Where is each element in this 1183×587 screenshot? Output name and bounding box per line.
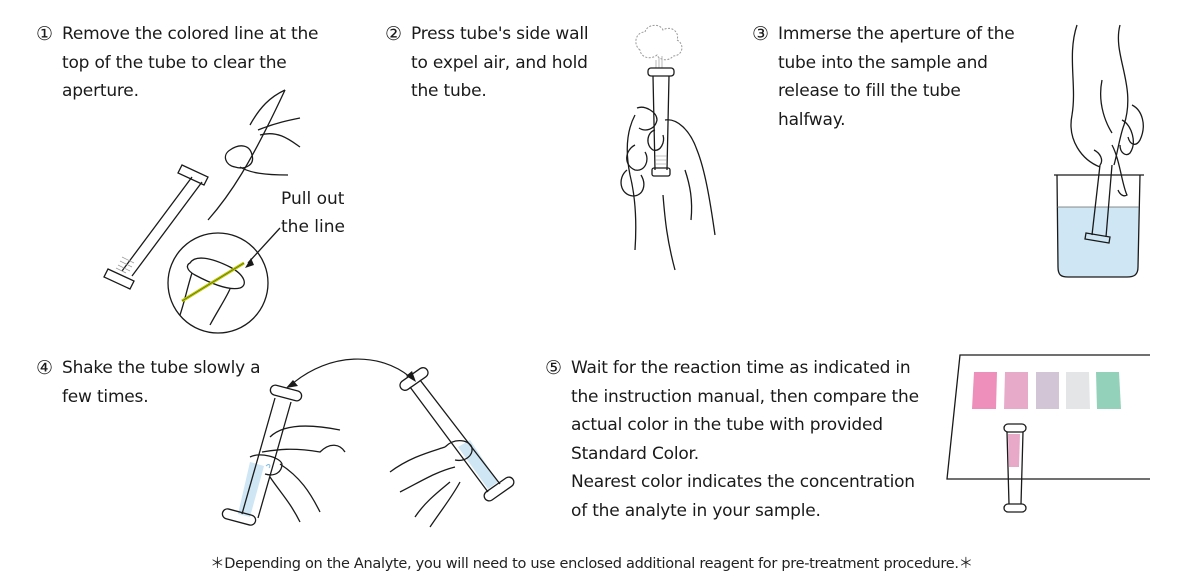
- step-4-line: few times.: [62, 386, 149, 407]
- step-1-line: Remove the colored line at the: [62, 24, 319, 44]
- footnote: ＊Depending on the Analyte, you will need…: [210, 556, 973, 572]
- step-3-line: release to fill the tube: [778, 81, 961, 101]
- step-3-number: ③: [752, 23, 769, 45]
- step-1-line: top of the tube to clear the: [62, 52, 287, 73]
- standard-color-chart-illustration: [945, 352, 1155, 522]
- shake-tube-illustration: [220, 352, 520, 532]
- step-5-line: Nearest color indicates the concentratio…: [571, 472, 915, 492]
- step-3-line: halfway.: [778, 109, 846, 130]
- step-1-text: ① Remove the colored line at the top of …: [36, 20, 319, 106]
- step-1-number: ①: [36, 23, 53, 45]
- step-5-line: actual color in the tube with provided: [571, 415, 883, 435]
- step-5-text: ⑤ Wait for the reaction time as indicate…: [545, 354, 919, 525]
- step-5-line: of the analyte in your sample.: [571, 500, 821, 521]
- step-1-line: aperture.: [62, 81, 139, 101]
- standard-color-swatch-2: [1004, 372, 1028, 409]
- callout-line: the line: [281, 217, 345, 237]
- step-5-line: Wait for the reaction time as indicated …: [571, 358, 911, 378]
- step-4-number: ④: [36, 357, 53, 379]
- step-4-text: ④ Shake the tube slowly a few times.: [36, 354, 261, 411]
- standard-color-swatch-3: [1036, 372, 1059, 409]
- step-2-line: the tube.: [411, 81, 487, 101]
- step-5-line: the instruction manual, then compare the: [571, 386, 919, 407]
- step-5-number: ⑤: [545, 357, 562, 379]
- press-tube-illustration: [605, 20, 715, 275]
- immerse-beaker-illustration: [1052, 25, 1147, 285]
- standard-color-swatch-5: [1096, 372, 1121, 409]
- step-3-line: tube into the sample and: [778, 52, 988, 73]
- step-4-line: Shake the tube slowly a: [62, 358, 261, 378]
- tube-pull-line-illustration: [100, 85, 400, 345]
- step-5-line: Standard Color.: [571, 443, 699, 464]
- step-3-text: ③ Immerse the aperture of the tube into …: [752, 20, 1015, 134]
- step-2-line: to expel air, and hold: [411, 52, 588, 73]
- step-2-line: Press tube's side wall: [411, 24, 589, 44]
- standard-color-swatch-4: [1066, 372, 1090, 409]
- step-2-number: ②: [385, 23, 402, 45]
- step-3-line: Immerse the aperture of the: [778, 24, 1015, 44]
- callout-line: Pull out: [281, 189, 345, 209]
- standard-color-swatch-1: [972, 372, 997, 409]
- pull-out-callout: Pull out the line: [281, 185, 345, 241]
- step-2-text: ② Press tube's side wall to expel air, a…: [385, 20, 589, 106]
